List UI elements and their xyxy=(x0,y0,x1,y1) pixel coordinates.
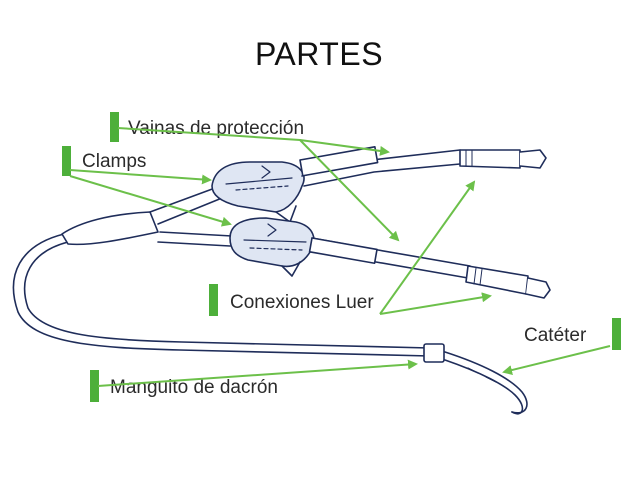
clamps-arrow-2 xyxy=(69,175,232,227)
conexiones-label-bar xyxy=(209,284,218,316)
catheter-loop-outer xyxy=(12,233,431,357)
slide-title: PARTES xyxy=(254,36,384,72)
lower-luer-connector xyxy=(465,265,551,299)
catheter-dashes xyxy=(467,367,497,383)
clamps-label-bar xyxy=(62,146,71,176)
bifurcation-hub xyxy=(61,211,159,246)
vainas-label-bar xyxy=(110,112,119,142)
conexiones-label: Conexiones Luer xyxy=(230,292,374,313)
cateter-label-bar xyxy=(612,318,621,350)
upper-luer-connector xyxy=(459,149,547,169)
manguito-label-bar xyxy=(90,370,99,402)
lower-protective-sheath xyxy=(308,237,378,265)
cateter-arrow xyxy=(502,345,611,375)
callout-arrows xyxy=(69,127,611,387)
conexiones-arrow-1 xyxy=(379,180,476,315)
upper-clamp xyxy=(211,161,305,223)
clamps-label: Clamps xyxy=(82,151,146,172)
vainas-label: Vainas de protección xyxy=(128,118,304,139)
conexiones-arrow-2 xyxy=(379,292,492,315)
upper-protective-sheath xyxy=(299,146,379,177)
catheter-tip-inner xyxy=(444,351,528,414)
vainas-arrow-2 xyxy=(299,139,400,242)
lower-clamp xyxy=(229,217,315,277)
catheter-body xyxy=(12,146,551,415)
catheter-tip-outer xyxy=(444,359,524,415)
clamps-arrow-1 xyxy=(69,169,212,185)
manguito-arrow xyxy=(97,359,418,387)
dacron-cuff xyxy=(423,343,445,363)
catheter-loop-inner xyxy=(23,241,431,349)
cateter-label: Catéter xyxy=(524,325,587,346)
lower-lumen xyxy=(157,231,233,247)
